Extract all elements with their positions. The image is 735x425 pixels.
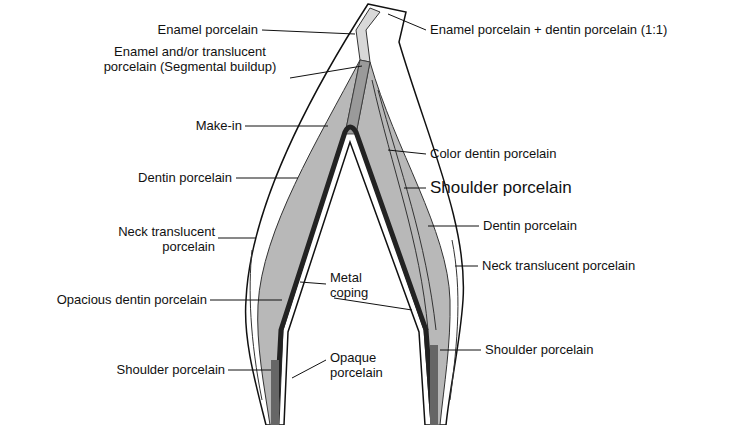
incisal-segment (356, 8, 380, 62)
part-label: Opaque porcelain (330, 350, 400, 380)
metal-coping (276, 127, 433, 425)
neck-layer-line (450, 240, 458, 400)
make-in-layer (345, 60, 370, 134)
part-label: Shoulder porcelain (485, 342, 685, 357)
part-label: Color dentin porcelain (430, 146, 630, 161)
shoulder-porcelain (430, 345, 438, 425)
part-label: Opacious dentin porcelain (7, 292, 207, 307)
part-label: Dentin porcelain (483, 218, 683, 233)
part-label: Enamel porcelain (98, 22, 258, 37)
part-label: Metal coping (330, 270, 380, 300)
part-label: Neck translucent porcelain (482, 258, 722, 273)
tooth-preparation (284, 142, 425, 425)
part-label: Dentin porcelain (52, 170, 232, 185)
neck-layer-line (250, 250, 262, 400)
part-label: Enamel porcelain + dentin porcelain (1:1… (430, 22, 725, 37)
part-label: Shoulder porcelain (430, 178, 630, 198)
shoulder-porcelain (271, 360, 279, 425)
part-label: Shoulder porcelain (25, 362, 225, 377)
part-label: Enamel and/or translucent porcelain (Seg… (90, 44, 290, 74)
part-label: Neck translucent porcelain (85, 224, 215, 254)
part-label: Make-in (142, 118, 242, 133)
enamel-shell (246, 4, 464, 425)
